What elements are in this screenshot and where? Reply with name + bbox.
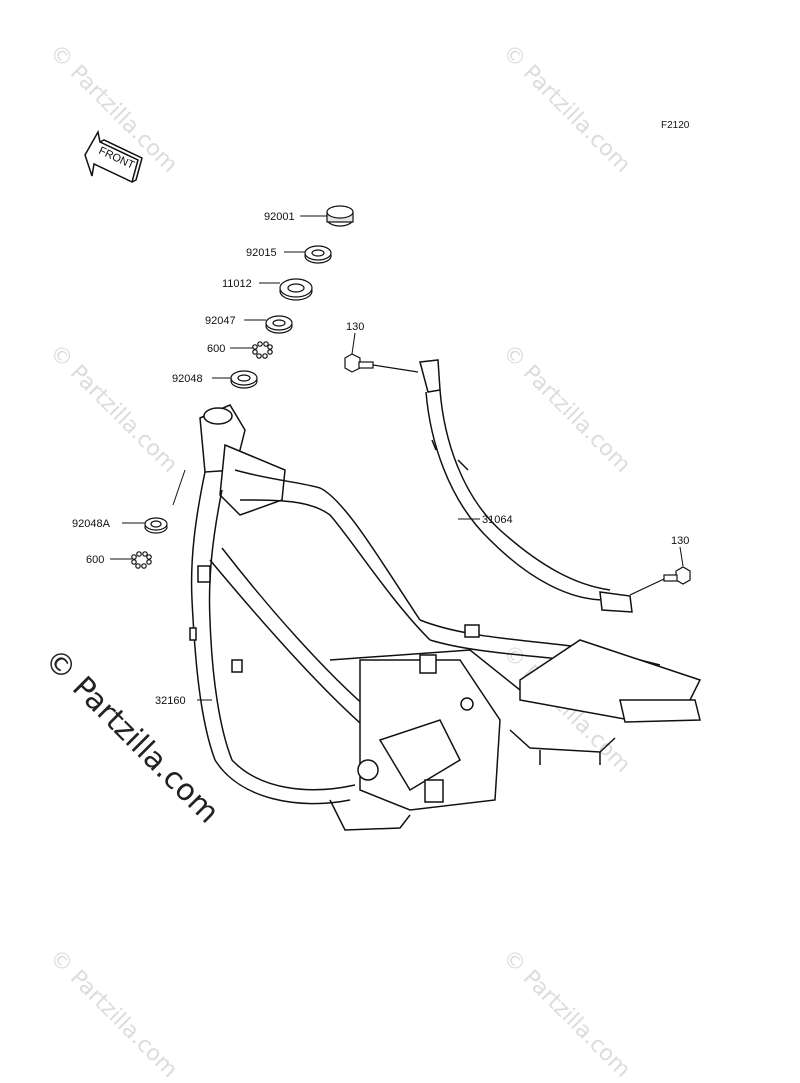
bolt-130-top [344, 353, 419, 373]
part-92015-nut [304, 245, 332, 264]
part-labels: 92001 92015 11012 92047 600 92048 130 31… [72, 211, 689, 707]
leader-lines [110, 215, 684, 701]
label-130-top: 130 [346, 321, 364, 333]
label-11012: 11012 [222, 278, 252, 290]
label-92048A: 92048A [72, 518, 111, 530]
label-92047: 92047 [205, 315, 236, 327]
label-600-bottom: 600 [86, 554, 104, 566]
part-92047-seal [265, 315, 293, 334]
label-600-top: 600 [207, 343, 225, 355]
figure-ref-code: F2120 [661, 120, 690, 131]
subframe-31064 [419, 359, 633, 613]
front-arrow-icon: FRONT [84, 129, 143, 184]
label-130-right: 130 [671, 535, 689, 547]
label-31064: 31064 [482, 514, 513, 526]
part-92048-race [230, 370, 258, 389]
part-92001-nut [326, 205, 354, 227]
bolt-130-right [629, 566, 691, 596]
parts-diagram: FRONT [72, 129, 702, 831]
label-32160: 32160 [155, 695, 186, 707]
steering-stem-parts [131, 205, 354, 569]
part-11012-washer [279, 278, 313, 301]
label-92048: 92048 [172, 373, 203, 385]
label-92015: 92015 [246, 247, 277, 259]
label-92001: 92001 [264, 211, 295, 223]
part-600-bearing-top [252, 341, 273, 359]
main-frame-32160 [189, 404, 702, 831]
part-92048A-race [144, 517, 168, 534]
part-600-bearing-bottom [131, 551, 152, 569]
